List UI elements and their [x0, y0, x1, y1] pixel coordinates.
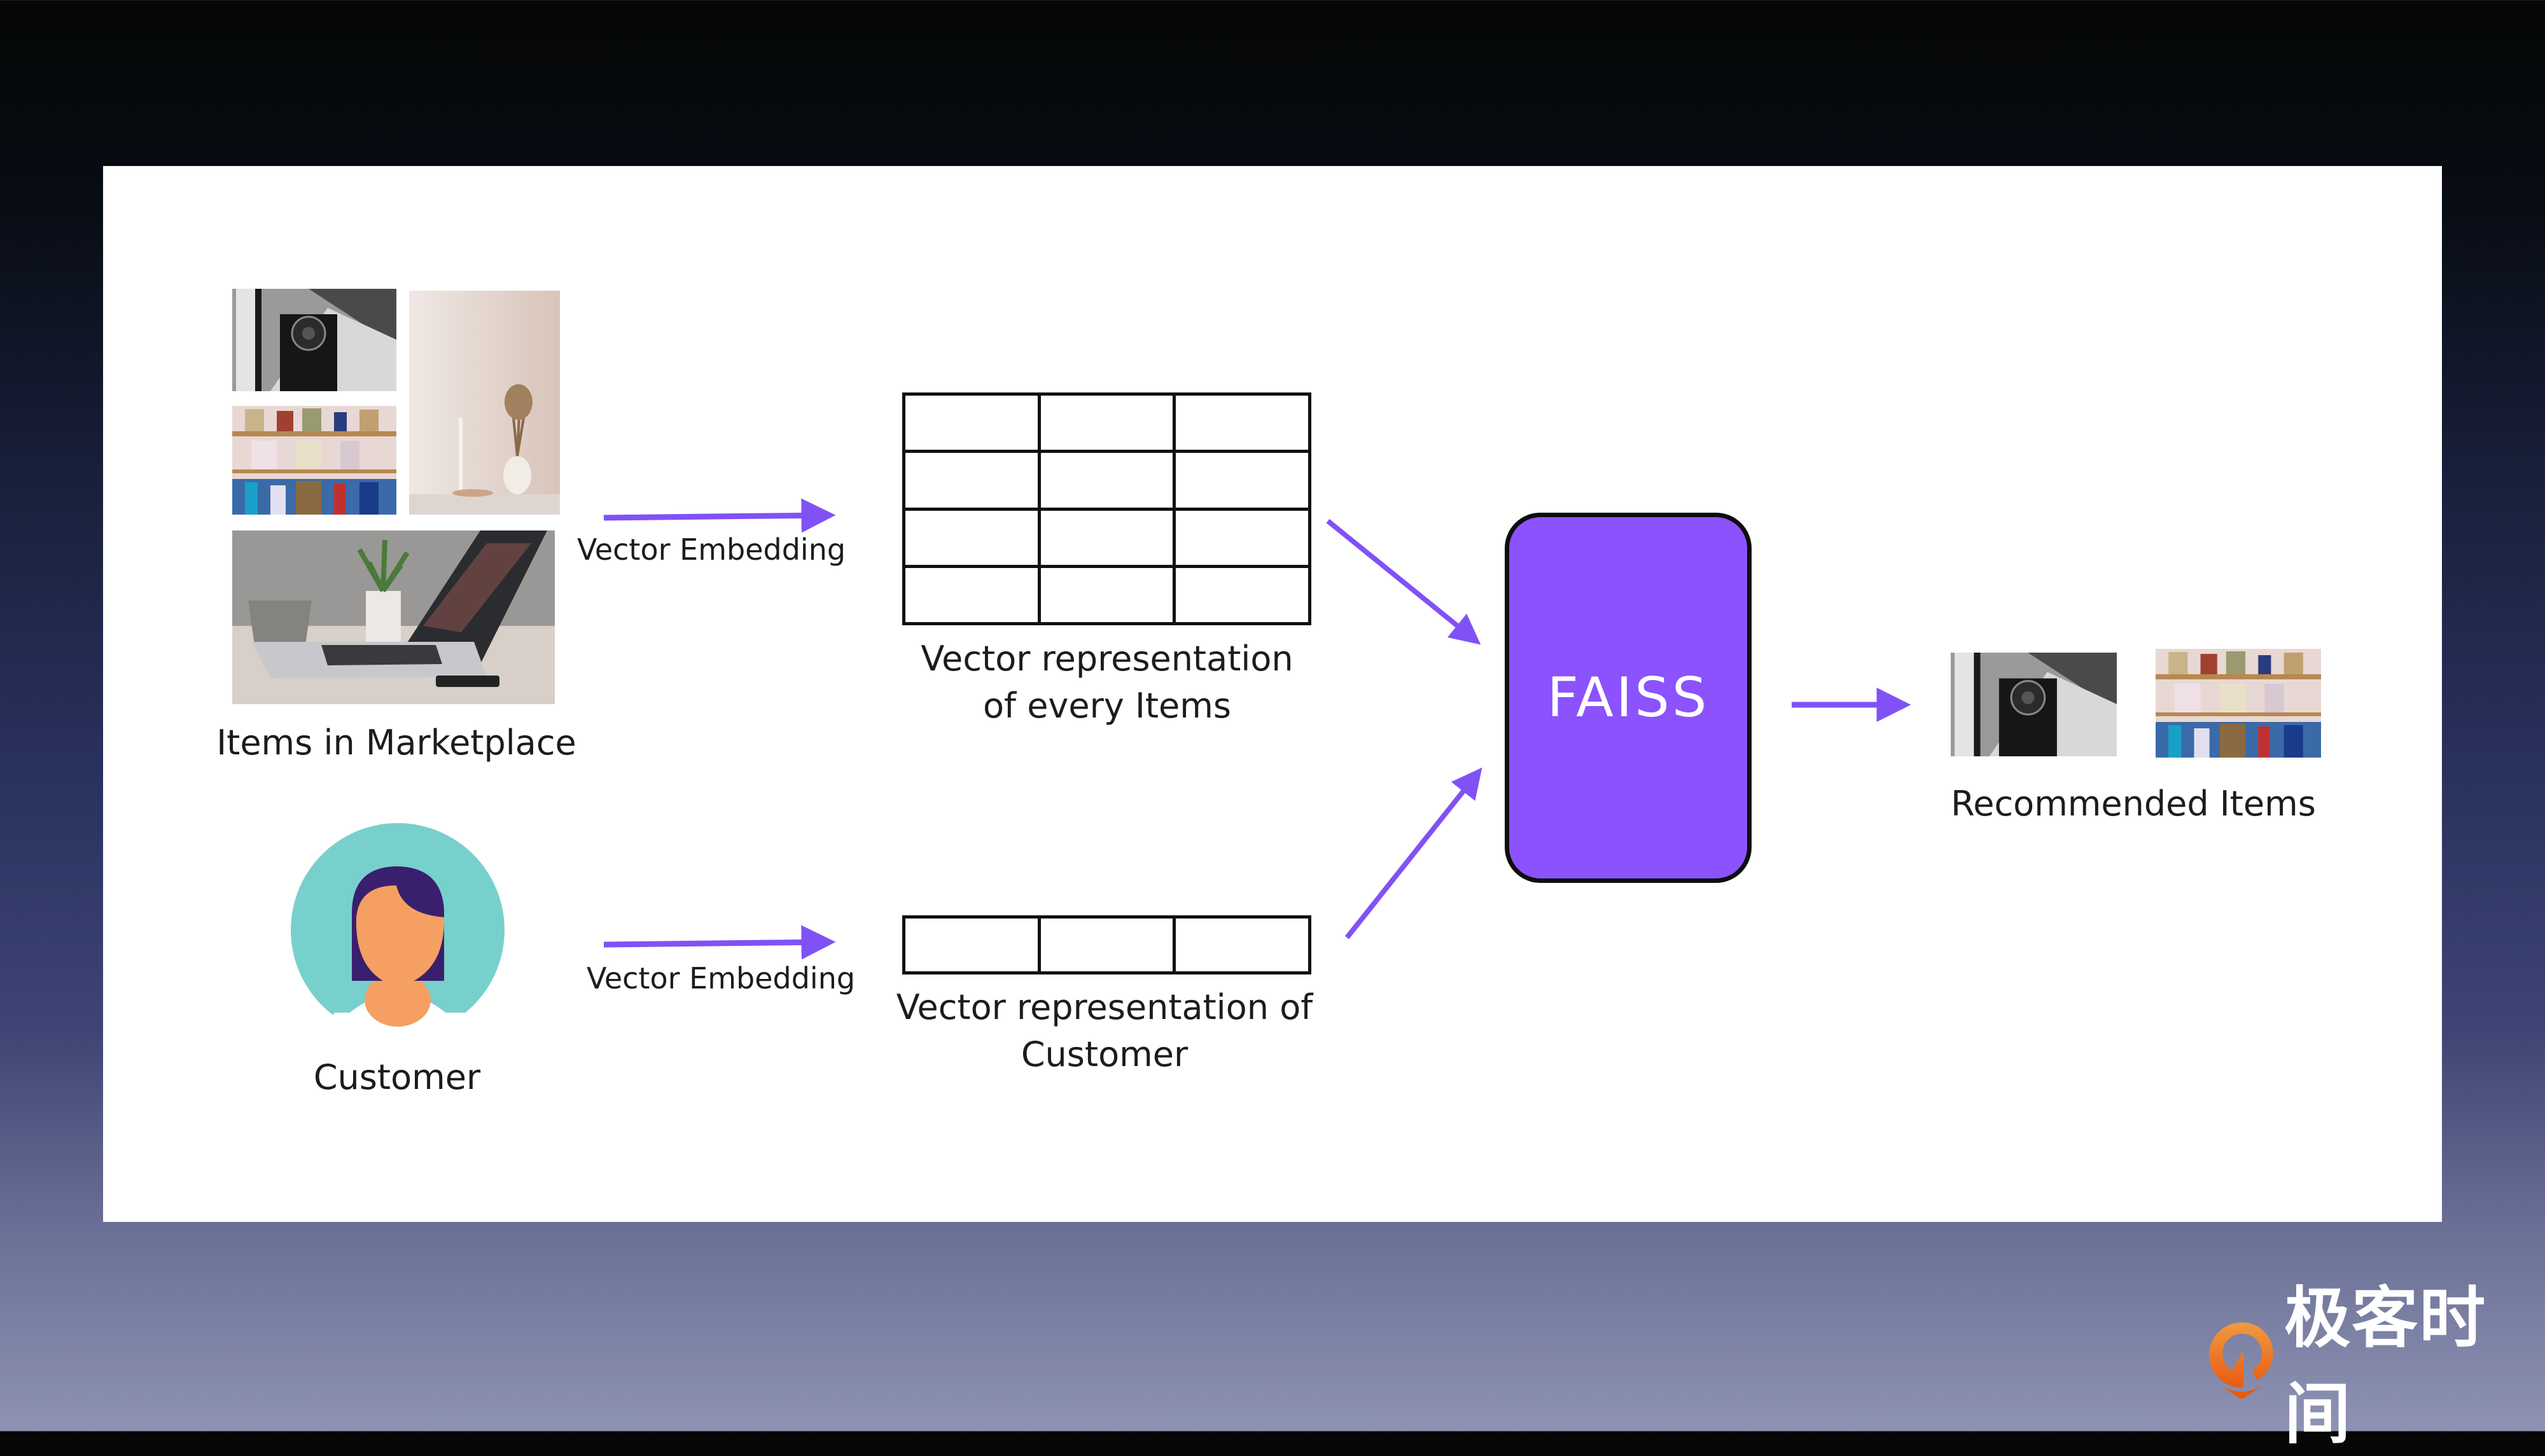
vector-cell: [902, 450, 1041, 511]
shelf-items-photo: [232, 406, 396, 515]
vector-cell: [1037, 507, 1176, 568]
vector-row: [902, 450, 1311, 511]
customer-vector-grid: [902, 915, 1311, 974]
avatar-face: [356, 885, 445, 987]
vector-row: [902, 564, 1311, 626]
vector-cell: [1173, 507, 1311, 568]
items-vector-label-line2: of every Items: [983, 686, 1231, 726]
vector-cell: [1173, 450, 1311, 511]
vector-cell: [1037, 564, 1176, 626]
items-vector-grid: [902, 392, 1311, 626]
vector-cell: [1173, 564, 1311, 626]
geektime-logo-text: 极客时间: [2284, 1279, 2487, 1453]
recommended-camera-photo: [1951, 653, 2117, 756]
customer-label: Customer: [313, 1057, 481, 1097]
vector-cell: [902, 507, 1041, 568]
vector-cell: [902, 915, 1041, 974]
vector-row: [902, 392, 1311, 454]
vase-decor-photo: [409, 291, 560, 515]
faiss-label: FAISS: [1547, 666, 1710, 730]
vector-cell: [1173, 915, 1311, 974]
geektime-watermark: 极客时间: [2208, 1279, 2545, 1453]
recommended-items-label: Recommended Items: [1951, 784, 2316, 824]
recommended-shelf-photo: [2156, 649, 2321, 758]
vector-cell: [1037, 915, 1176, 974]
vector-row: [902, 915, 1311, 974]
items-vector-label-line1: Vector representation: [921, 639, 1293, 679]
laptop-desk-photo: [232, 530, 555, 704]
geektime-logo-icon: [2208, 1322, 2273, 1399]
customer-avatar: [289, 822, 506, 1038]
customer-vector-label-line2: Customer: [1021, 1034, 1189, 1074]
faiss-box: FAISS: [1505, 513, 1752, 883]
vector-cell: [1173, 392, 1311, 454]
vector-embedding-label-customer: Vector Embedding: [586, 961, 856, 995]
camera-photo: [232, 289, 396, 391]
vector-cell: [1037, 392, 1176, 454]
items-vector-label: Vector representation of every Items: [921, 635, 1293, 730]
customer-vector-label-line1: Vector representation of: [896, 987, 1313, 1027]
vector-cell: [1037, 450, 1176, 511]
vector-embedding-label-items: Vector Embedding: [576, 532, 846, 567]
avatar-neck: [365, 973, 431, 1027]
vector-row: [902, 507, 1311, 568]
vector-cell: [902, 564, 1041, 626]
vector-cell: [902, 392, 1041, 454]
customer-vector-label: Vector representation of Customer: [896, 984, 1313, 1078]
items-in-marketplace-label: Items in Marketplace: [216, 723, 576, 763]
